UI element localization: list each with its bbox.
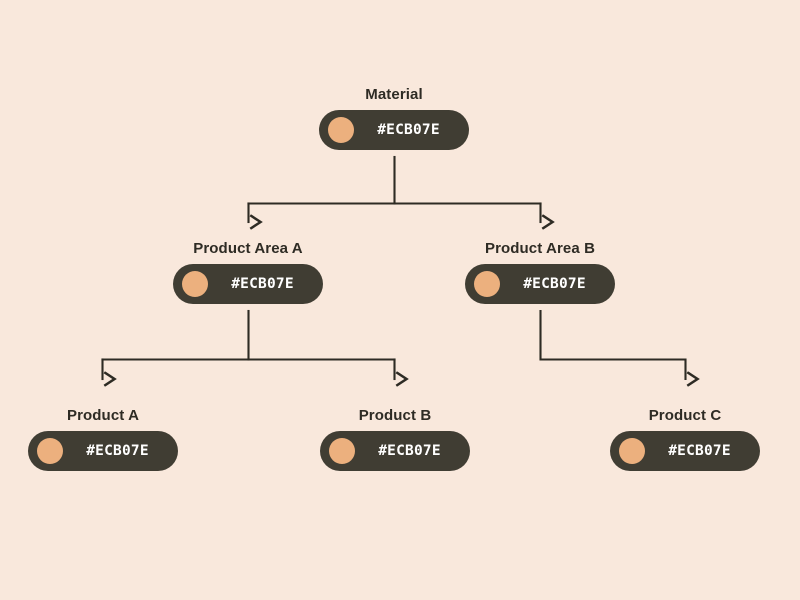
- node-product-a[interactable]: Product A #ECB07E: [28, 407, 178, 471]
- node-value-product-area-b: #ECB07E: [523, 276, 586, 292]
- node-pill-product-area-a[interactable]: #ECB07E: [173, 264, 323, 304]
- color-swatch-icon: [619, 438, 645, 464]
- node-label-material: Material: [365, 86, 423, 103]
- node-label-product-a: Product A: [66, 407, 139, 424]
- node-value-product-a: #ECB07E: [86, 443, 149, 459]
- color-swatch-icon: [474, 271, 500, 297]
- node-label-product-c: Product C: [648, 407, 722, 424]
- node-pill-product-a[interactable]: #ECB07E: [28, 431, 178, 471]
- node-pill-product-area-b[interactable]: #ECB07E: [465, 264, 615, 304]
- node-value-product-c: #ECB07E: [668, 443, 731, 459]
- color-swatch-icon: [182, 271, 208, 297]
- node-product-b[interactable]: Product B #ECB07E: [320, 407, 470, 471]
- node-product-area-b[interactable]: Product Area B #ECB07E: [465, 240, 615, 304]
- color-swatch-icon: [328, 117, 354, 143]
- node-product-c[interactable]: Product C #ECB07E: [610, 407, 760, 471]
- node-label-product-area-b: Product Area B: [484, 240, 596, 257]
- node-pill-product-c[interactable]: #ECB07E: [610, 431, 760, 471]
- color-swatch-icon: [37, 438, 63, 464]
- node-value-product-area-a: #ECB07E: [231, 276, 294, 292]
- edge-area-b-to-product-c: [539, 309, 686, 379]
- node-material[interactable]: Material #ECB07E: [319, 86, 469, 150]
- color-swatch-icon: [329, 438, 355, 464]
- node-label-product-area-a: Product Area A: [193, 240, 303, 257]
- node-product-area-a[interactable]: Product Area A #ECB07E: [173, 240, 323, 304]
- node-pill-material[interactable]: #ECB07E: [319, 110, 469, 150]
- node-value-material: #ECB07E: [377, 122, 440, 138]
- node-label-product-b: Product B: [358, 407, 432, 424]
- node-value-product-b: #ECB07E: [378, 443, 441, 459]
- node-pill-product-b[interactable]: #ECB07E: [320, 431, 470, 471]
